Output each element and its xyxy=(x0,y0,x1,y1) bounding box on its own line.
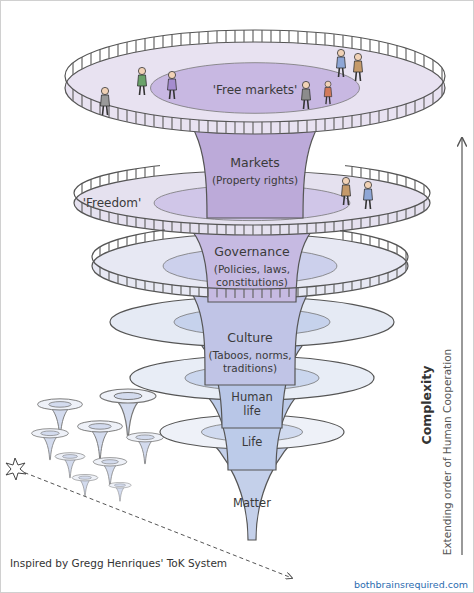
axis-subtitle: Extending order of Human Cooperation xyxy=(441,349,454,556)
funnel-hole xyxy=(154,185,350,220)
funnel-disk xyxy=(130,356,374,400)
big-bang-star xyxy=(6,458,26,480)
complexity-arrow xyxy=(461,138,462,555)
layer-name: Matter xyxy=(222,496,282,510)
disk-label: 'Freedom' xyxy=(72,196,152,211)
axis-title: Complexity xyxy=(419,366,434,445)
funnel-disk xyxy=(160,415,344,449)
layer-name: Human life xyxy=(224,390,280,419)
railing xyxy=(65,30,445,298)
funnel-disk xyxy=(65,42,445,134)
funnel-hole xyxy=(151,63,360,114)
layer-name: Culture xyxy=(200,330,300,346)
credit-note: Inspired by Gregg Henriques' ToK System xyxy=(10,557,227,570)
layer-detail: (Taboos, norms, traditions) xyxy=(202,349,298,375)
funnel-disk xyxy=(92,234,408,298)
funnel-hole xyxy=(174,308,330,336)
layer-name: Markets xyxy=(205,155,305,171)
disk-label: 'Free markets' xyxy=(190,83,320,98)
layer-detail: (Policies, laws, constitutions) xyxy=(202,263,302,289)
layer-name: Life xyxy=(222,435,282,449)
funnel-layer: 'Free markets' Markets (Property rights) xyxy=(63,40,447,222)
layer-detail: (Property rights) xyxy=(200,174,310,187)
watermark: bothbrainsrequired.com xyxy=(354,579,468,590)
mini-funnels xyxy=(32,389,164,501)
layer-name: Governance xyxy=(202,244,302,260)
funnel-hole xyxy=(201,423,302,442)
funnel-hole xyxy=(163,248,337,283)
funnel-hole xyxy=(185,366,319,390)
funnel-shape xyxy=(63,40,447,222)
funnel-disk xyxy=(110,297,394,347)
